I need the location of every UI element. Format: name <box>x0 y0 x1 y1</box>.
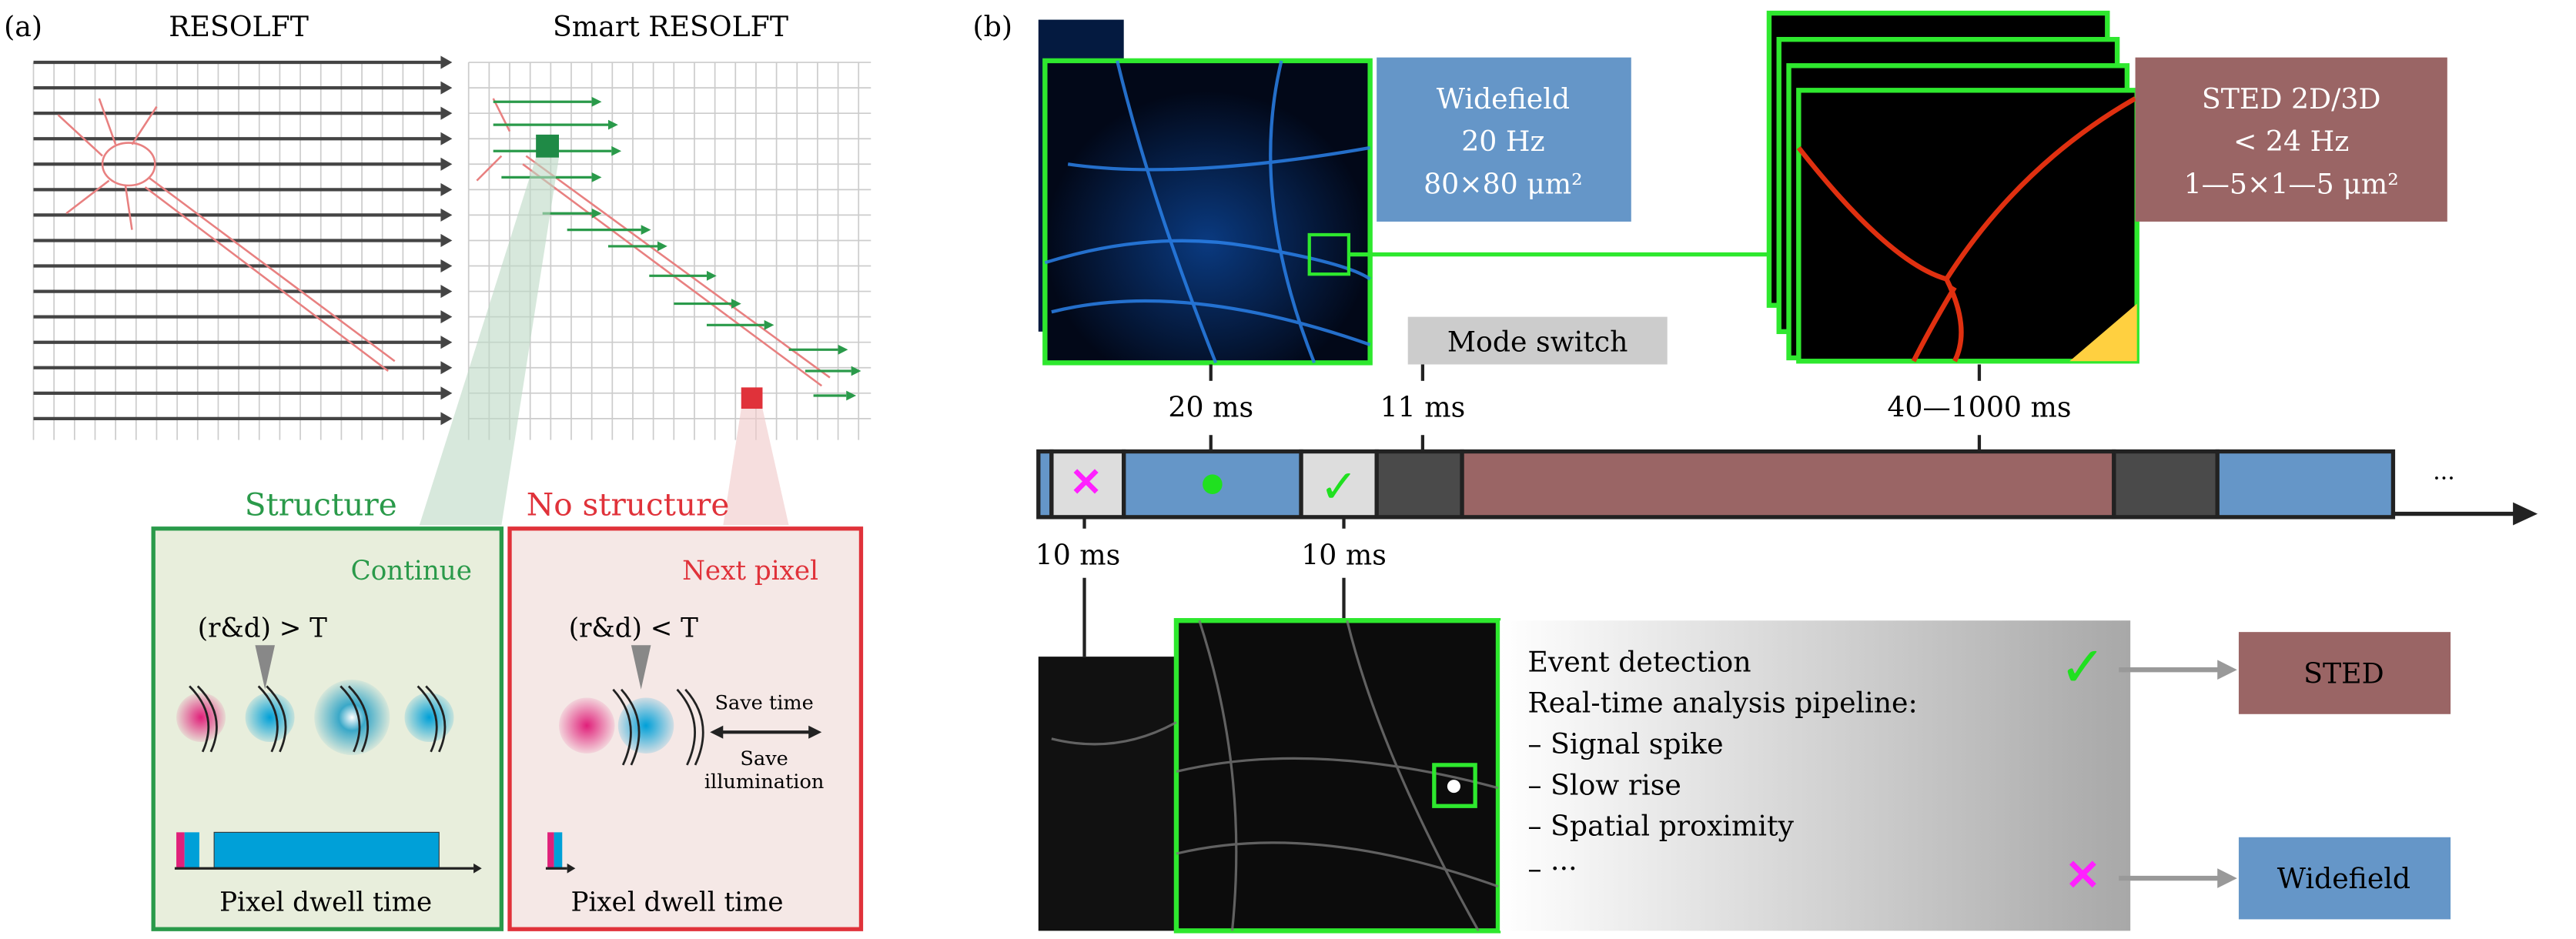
timing-analysis-2: 10 ms <box>1301 539 1387 572</box>
pipeline-line: – Spatial proximity <box>1527 810 1794 843</box>
donut-spot <box>314 680 390 756</box>
segment-widefield <box>2215 449 2396 520</box>
widefield-area: 80×80 μm² <box>1423 168 1583 201</box>
timing-sted: 40—1000 ms <box>1887 391 2071 424</box>
condition-greater: (r&d) > T <box>198 613 327 644</box>
next-pixel-label: Next pixel <box>682 556 818 586</box>
structure-heading: Structure <box>245 486 397 523</box>
on-spot <box>245 693 295 743</box>
neuron-drawing-left <box>57 98 396 373</box>
timing-widefield: 20 ms <box>1168 391 1253 424</box>
off-spot <box>176 693 226 743</box>
timeline-ellipsis: ··· <box>2433 465 2454 492</box>
sted-area: 1—5×1—5 μm² <box>2184 168 2399 201</box>
structure-pixel <box>536 134 560 158</box>
sted-image-stack <box>1766 10 2139 364</box>
segment-sted <box>1460 449 2116 520</box>
continue-label: Continue <box>351 556 472 586</box>
widefield-info-box <box>1377 57 1631 222</box>
pixel-dwell-label: Pixel dwell time <box>571 887 784 918</box>
no-structure-pixel <box>741 387 763 409</box>
timing-analysis-1: 10 ms <box>1035 539 1121 572</box>
structure-box: Continue (r&d) > T Pixel dwell time <box>151 526 504 931</box>
off-spot <box>559 697 615 754</box>
widefield-title: Widefield <box>1437 82 1570 115</box>
pipeline-line: Event detection <box>1527 645 1751 678</box>
segment-mode-switch <box>2112 449 2220 520</box>
panel-b-label: (b) <box>972 10 1012 43</box>
save-label: Save <box>740 747 788 770</box>
smart-resolft-title: Smart RESOLFT <box>553 10 788 43</box>
widefield-filaments <box>1044 60 1371 364</box>
acquisition-dot-icon <box>1203 474 1223 494</box>
pipeline-line: – Signal spike <box>1527 727 1723 760</box>
save-time-label: Save time <box>714 691 813 714</box>
no-structure-box: Next pixel (r&d) < T Save time Save illu… <box>507 526 864 931</box>
pixel-dwell-label: Pixel dwell time <box>219 887 432 918</box>
accept-check-icon: ✓ <box>2059 636 2106 700</box>
sted-title: STED 2D/3D <box>2202 82 2381 115</box>
event-roi-box <box>1432 763 1477 808</box>
panel-a-label: (a) <box>4 10 42 43</box>
pointer-triangle <box>255 645 276 690</box>
reject-x-icon: ✕ <box>2065 850 2100 901</box>
smart-resolft-grid <box>467 62 871 440</box>
analysis-pipeline-box <box>1500 620 2131 931</box>
no-structure-zoom-funnel <box>723 409 789 526</box>
reject-x-icon: ✕ <box>1069 459 1102 506</box>
structure-zoom-funnel <box>419 157 560 526</box>
widefield-image <box>1042 58 1373 366</box>
analysis-image-back <box>1038 657 1176 931</box>
sted-rate: < 24 Hz <box>2233 125 2349 158</box>
on-spot <box>617 697 674 754</box>
condition-less: (r&d) < T <box>569 613 698 644</box>
pipeline-line: – ··· <box>1527 852 1577 885</box>
outcome-sted-label: STED <box>2303 657 2384 690</box>
mode-switch-box <box>1407 316 1668 365</box>
sted-info-box <box>2135 57 2447 222</box>
analysis-filaments <box>1051 620 1499 932</box>
resolft-title: RESOLFT <box>169 10 309 43</box>
pipeline-line: – Slow rise <box>1527 768 1681 801</box>
outcome-widefield-label: Widefield <box>2277 862 2410 895</box>
mode-switch-label: Mode switch <box>1447 325 1628 358</box>
outcome-sted-box <box>2238 632 2451 714</box>
pipeline-text: Event detection Real-time analysis pipel… <box>1527 645 1917 885</box>
resolft-grid <box>32 55 453 440</box>
illumination-label: illumination <box>704 770 825 794</box>
readout-spot <box>404 693 454 743</box>
widefield-rate: 20 Hz <box>1461 125 1544 158</box>
no-structure-heading: No structure <box>527 486 730 523</box>
timeline-bar <box>1036 449 2396 520</box>
segment-mode-switch <box>1374 449 1464 520</box>
outcome-widefield-box <box>2238 837 2451 920</box>
timing-mode-switch: 11 ms <box>1380 391 1466 424</box>
pipeline-line: Real-time analysis pipeline: <box>1527 687 1917 720</box>
accept-check-icon: ✓ <box>1320 461 1358 514</box>
pointer-triangle <box>631 645 651 690</box>
scan-arrows <box>493 96 861 401</box>
